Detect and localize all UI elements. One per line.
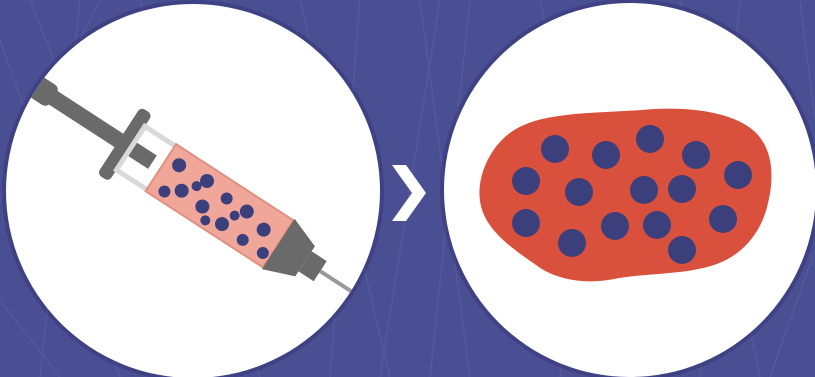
syringe-panel bbox=[6, 4, 380, 377]
tissue-panel bbox=[444, 3, 815, 377]
syringe-with-particles-icon bbox=[6, 4, 380, 377]
chevron-right-icon bbox=[390, 163, 428, 223]
finger-flange bbox=[97, 107, 152, 182]
needle bbox=[319, 269, 380, 310]
serum-barrel bbox=[146, 144, 294, 267]
tissue-with-particles-icon bbox=[444, 3, 815, 377]
tissue-blob bbox=[479, 109, 771, 282]
